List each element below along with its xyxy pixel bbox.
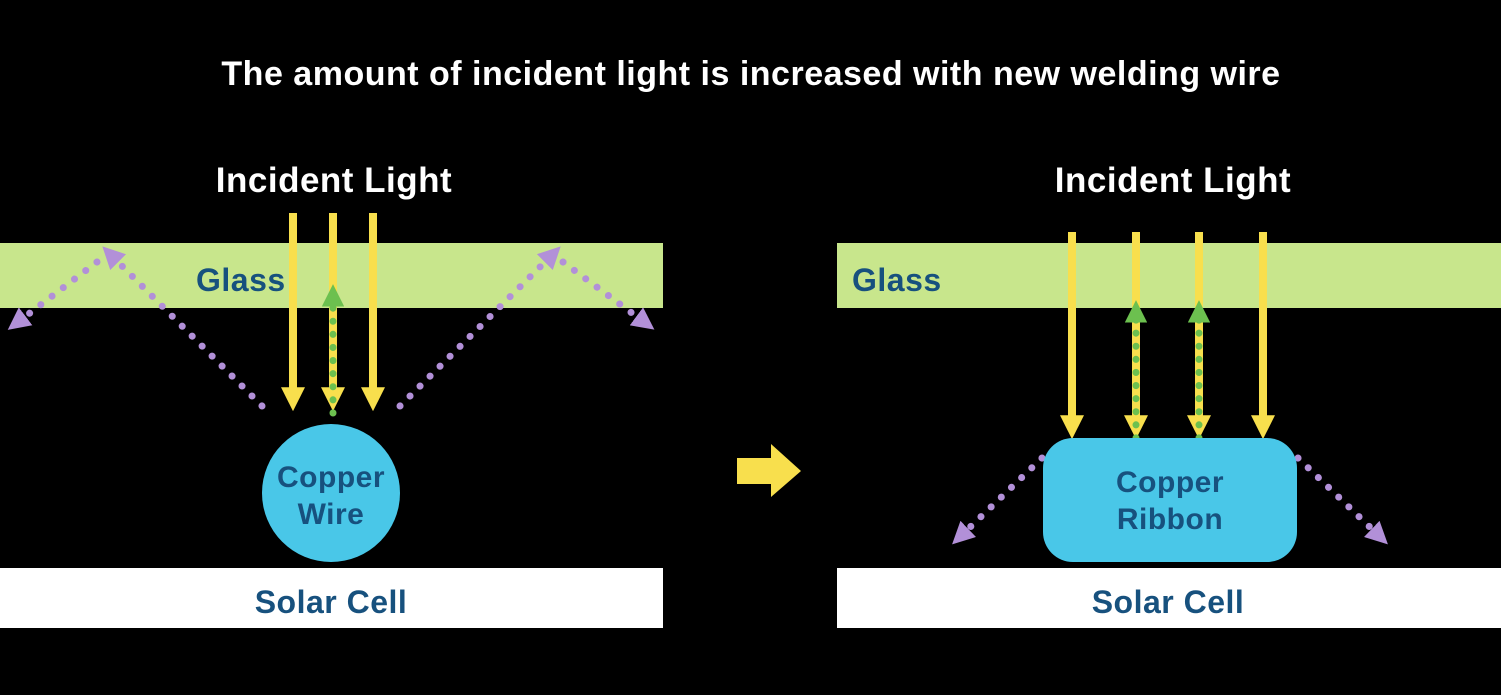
- incident-light-label-left: Incident Light: [216, 161, 452, 200]
- solar-cell-label-right: Solar Cell: [1092, 584, 1245, 620]
- incident-light-label-right: Incident Light: [1055, 161, 1291, 200]
- copper-ribbon-label-line2: Ribbon: [1117, 503, 1223, 536]
- glass-label-right: Glass: [852, 262, 942, 298]
- right-panel: Incident Light Glass Copper Ribbon Solar…: [837, 161, 1501, 628]
- left-panel: Incident Light Glass Copper Wire Solar C…: [0, 161, 663, 628]
- copper-ribbon-label-line1: Copper: [1116, 466, 1224, 499]
- glass-bar-right: [837, 243, 1501, 308]
- purple-scattered-arrow-ribbon-left: [952, 454, 1046, 545]
- solar-cell-label-left: Solar Cell: [255, 584, 408, 620]
- copper-wire-circle: [262, 424, 400, 562]
- glass-label-left: Glass: [196, 262, 286, 298]
- solar-cell-bar-left: [0, 568, 663, 628]
- copper-wire-label-line1: Copper: [277, 461, 385, 494]
- purple-scattered-arrow-left-out: [7, 258, 101, 330]
- solar-cell-bar-right: [837, 568, 1501, 628]
- diagram-title: The amount of incident light is increase…: [221, 55, 1280, 93]
- purple-scattered-arrow-ribbon-right: [1294, 454, 1388, 545]
- purple-scattered-arrow-right-out: [559, 258, 655, 330]
- copper-wire-label-line2: Wire: [298, 498, 365, 531]
- copper-ribbon-rect: [1043, 438, 1297, 562]
- transition-right-arrow: [737, 444, 801, 497]
